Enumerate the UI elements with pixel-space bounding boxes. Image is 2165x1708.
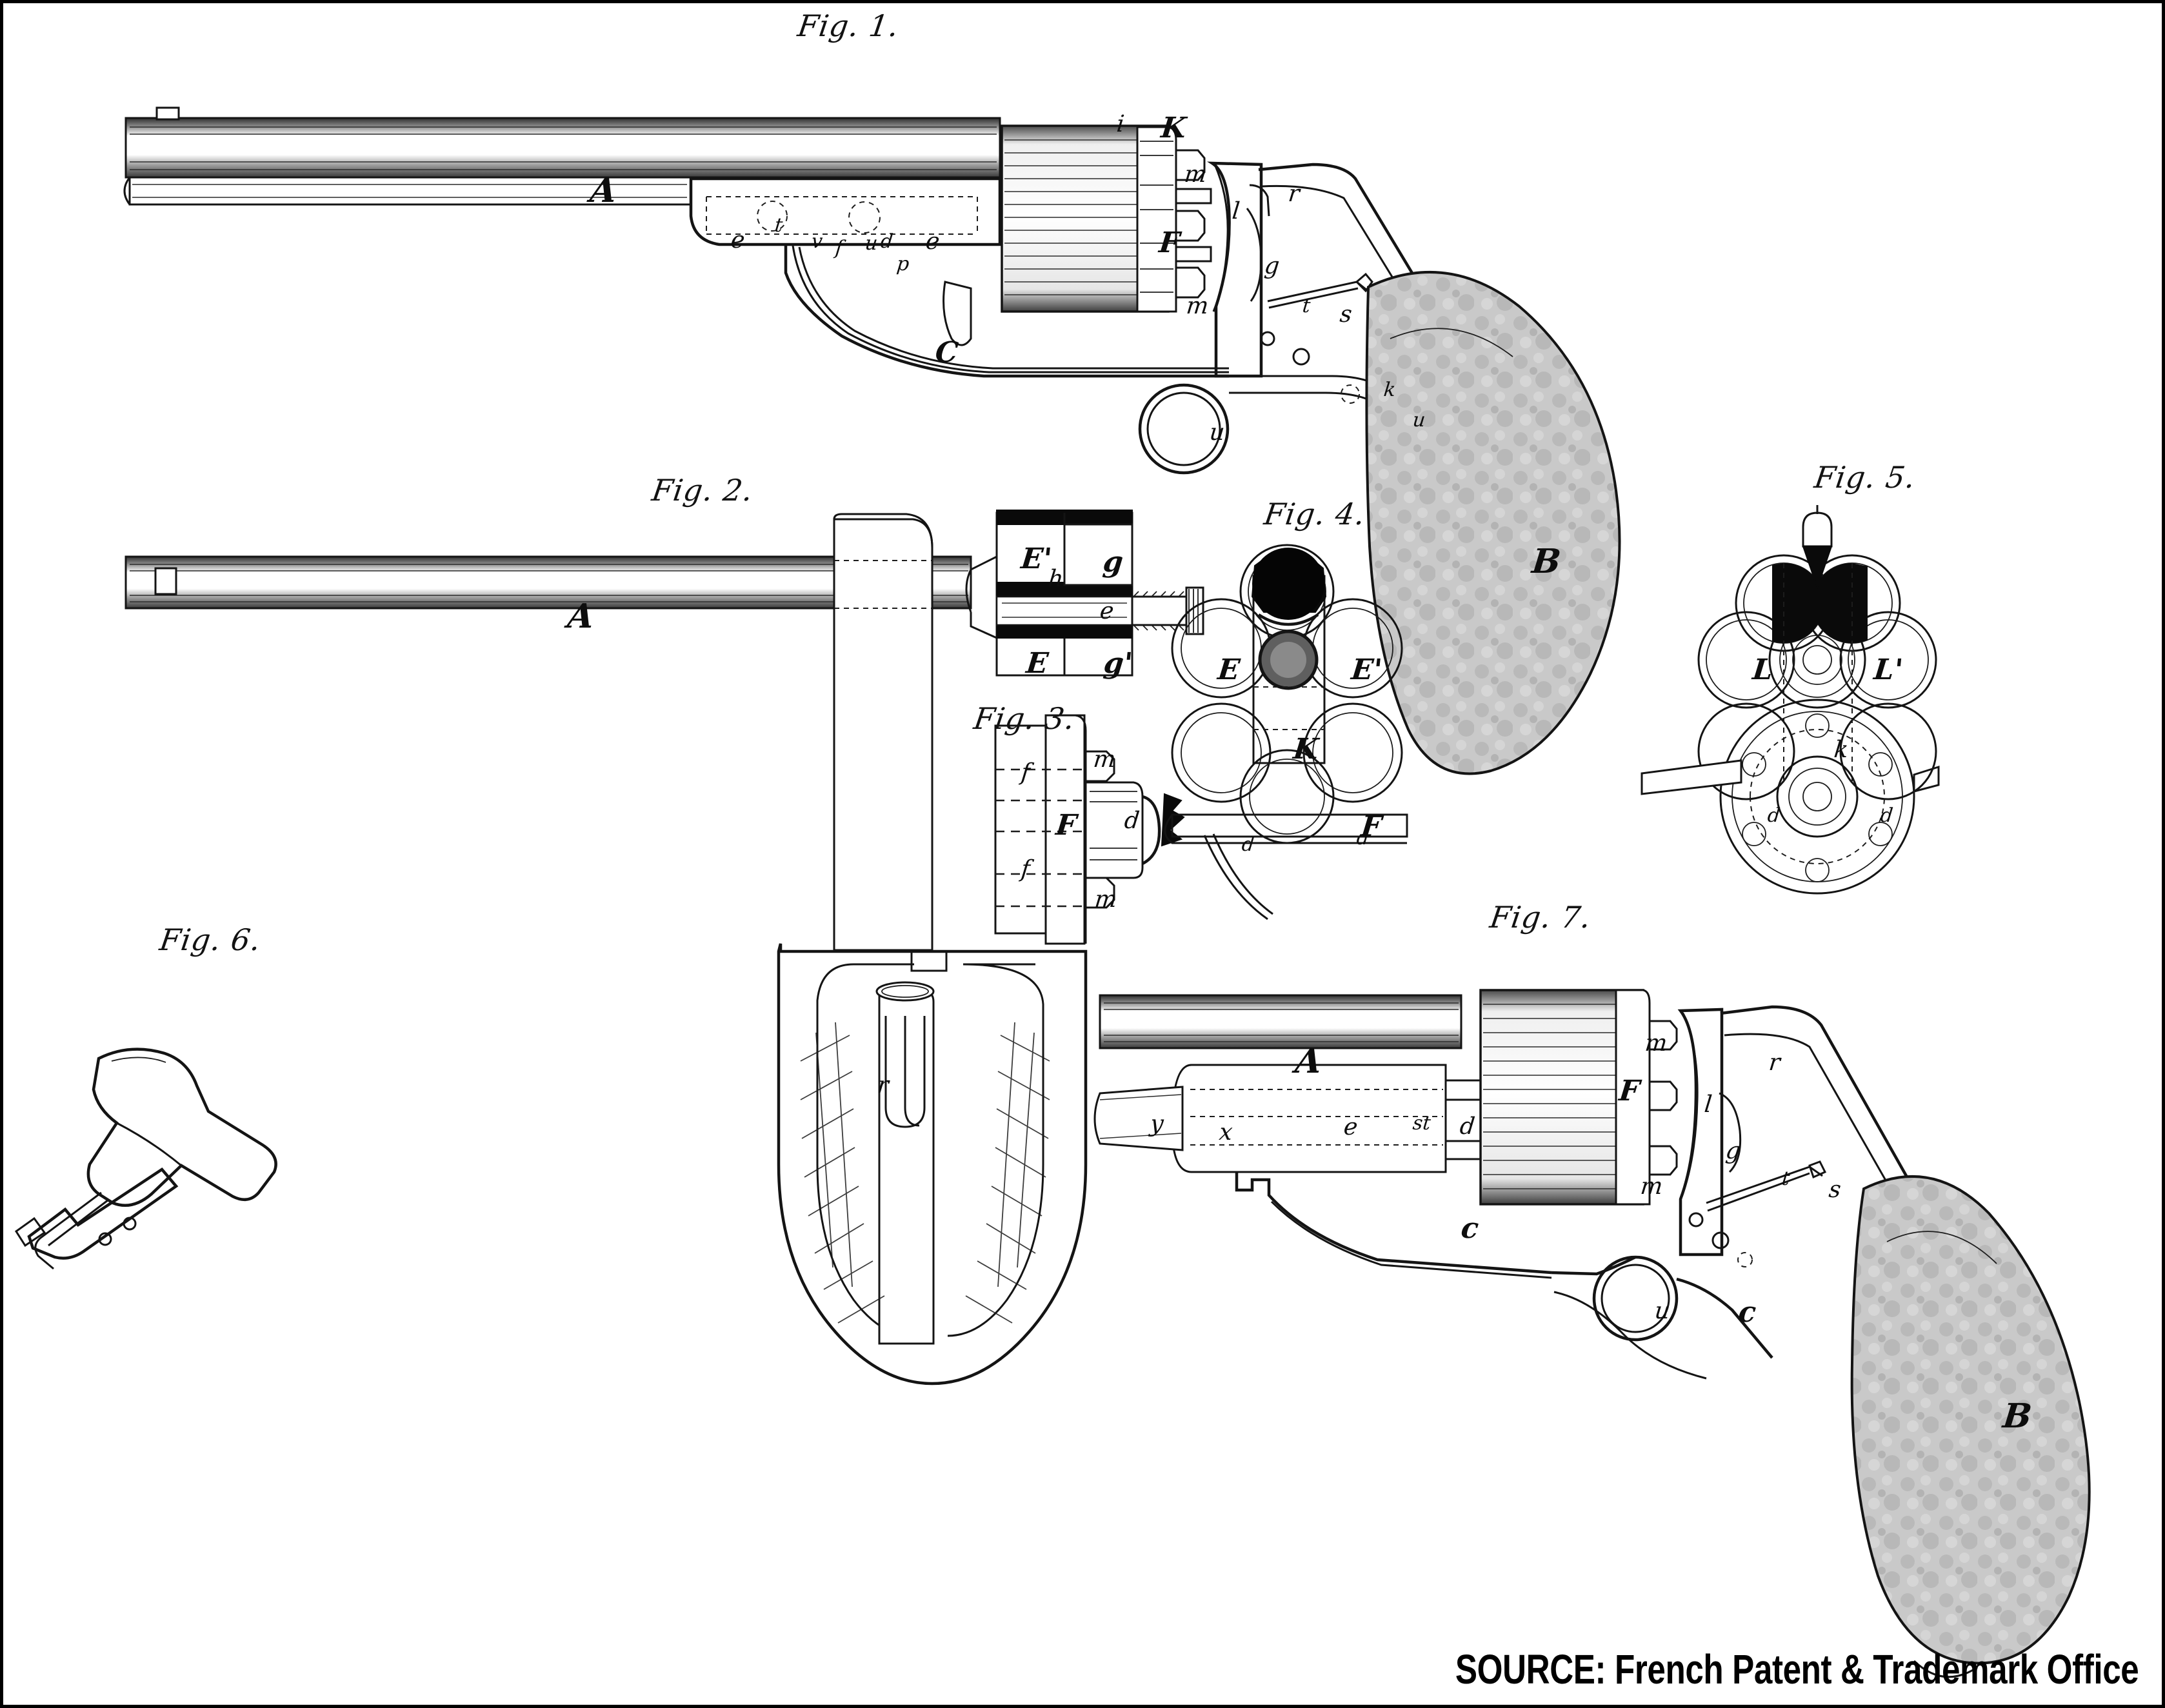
part-label-fig1-K: K: [1159, 112, 1188, 144]
figure-caption-fig1: Fig. 1.: [795, 8, 902, 43]
part-label-fig5-L: L: [1751, 653, 1775, 686]
part-label-fig4-d: d: [1355, 827, 1371, 849]
part-label-fig1-A: A: [588, 171, 619, 210]
part-label-fig3-m: m: [1092, 746, 1117, 773]
fig5-artwork: [1641, 505, 1940, 895]
fig4-artwork: [1164, 544, 1408, 920]
figure-caption-fig3: Fig. 3.: [972, 701, 1078, 736]
part-label-fig7-A: A: [1293, 1042, 1324, 1081]
figure-caption-fig6: Fig. 6.: [157, 922, 264, 957]
figure-caption-fig4: Fig. 4.: [1262, 497, 1368, 531]
part-label-fig2detail-gprime: g': [1102, 647, 1134, 680]
part-label-fig4-d: d: [1241, 833, 1256, 856]
part-label-fig5-k: k: [1832, 737, 1850, 763]
part-label-fig2detail-e: e: [1098, 598, 1115, 624]
part-label-fig7-e: e: [1342, 1114, 1359, 1140]
part-label-fig7-c: c: [1459, 1212, 1481, 1245]
part-label-fig7-m: m: [1643, 1030, 1669, 1057]
part-label-fig7-d: d: [1458, 1113, 1477, 1140]
fig2-detail-artwork: [965, 510, 1204, 677]
fig2-artwork: [125, 513, 1088, 1385]
part-label-fig1-v: v: [810, 230, 824, 253]
part-label-fig2detail-g: g: [1101, 546, 1125, 579]
fig1-artwork: [123, 106, 1621, 775]
fig6-artwork: [14, 1048, 277, 1270]
part-label-fig2detail-E: E: [1024, 647, 1050, 680]
part-label-fig1-u: u: [1208, 419, 1226, 446]
part-label-fig2detail-Eprime: E': [1019, 542, 1053, 575]
part-label-fig1-m: m: [1184, 293, 1210, 319]
part-label-fig7-m: m: [1639, 1173, 1664, 1200]
figure-caption-fig2: Fig. 2.: [650, 473, 756, 508]
part-label-fig3-m: m: [1093, 886, 1119, 913]
part-label-fig7-F: F: [1617, 1075, 1641, 1107]
figure-caption-fig5: Fig. 5.: [1812, 460, 1919, 495]
part-label-fig1-g: g: [1262, 253, 1281, 279]
part-label-fig1-m: m: [1182, 161, 1208, 188]
part-label-fig1-F: F: [1157, 226, 1181, 259]
part-label-fig7-x: x: [1217, 1119, 1234, 1146]
part-label-fig2detail-h: h: [1046, 566, 1065, 592]
part-label-fig1-e: e: [924, 228, 941, 255]
part-label-fig4-K: K: [1292, 733, 1320, 766]
patent-figures-artwork: [14, 106, 2091, 1678]
part-label-fig7-c: c: [1737, 1296, 1758, 1329]
part-label-fig1-e: e: [729, 227, 746, 253]
part-label-fig5-Lprime: L': [1872, 653, 1905, 686]
source-credit: SOURCE: French Patent & Trademark Office: [1455, 1646, 2139, 1693]
part-label-fig7-st: st: [1412, 1112, 1432, 1135]
part-label-fig1-C: C: [933, 336, 960, 369]
part-label-fig7-y: y: [1148, 1111, 1165, 1137]
drawing-sheet: Fig. 1. Fig. 2. Fig. 3. Fig. 4. Fig. 5. …: [3, 3, 2162, 1705]
part-label-fig7-s: s: [1827, 1177, 1842, 1203]
part-label-fig4-E: E: [1216, 653, 1242, 686]
part-label-fig5-d: d: [1766, 804, 1782, 827]
part-label-fig1-u: u: [1412, 409, 1427, 432]
part-label-fig1-d: d: [879, 230, 895, 253]
fig3-artwork: [994, 714, 1185, 945]
part-label-fig1-s: s: [1338, 301, 1353, 328]
part-label-fig7-u: u: [1653, 1298, 1671, 1324]
part-label-fig5-d: d: [1879, 804, 1895, 827]
part-label-fig7-B: B: [2000, 1396, 2034, 1436]
part-label-fig1-k: k: [1382, 379, 1397, 401]
figure-caption-fig7: Fig. 7.: [1488, 900, 1594, 935]
part-label-fig3-d: d: [1122, 808, 1141, 834]
part-label-fig1-p: p: [895, 253, 911, 275]
fig7-artwork: [1093, 989, 2091, 1678]
part-label-fig1-B: B: [1530, 542, 1563, 581]
part-label-fig3-F: F: [1054, 809, 1078, 842]
part-label-fig7-g: g: [1724, 1138, 1742, 1164]
part-label-fig4-Eprime: E': [1350, 653, 1384, 686]
part-label-fig2-A: A: [565, 597, 596, 636]
part-label-fig1-u: u: [864, 232, 879, 255]
